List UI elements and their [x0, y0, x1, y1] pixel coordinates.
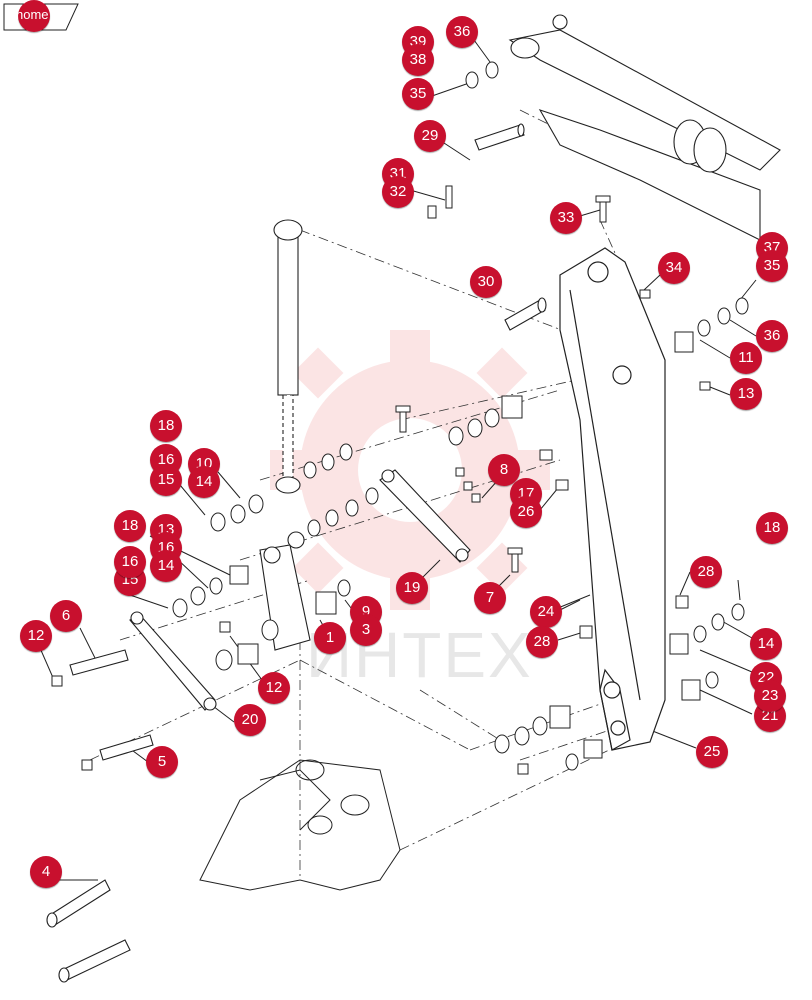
callout-badge[interactable]: 35 [756, 250, 788, 282]
callout-badge[interactable]: 15 [150, 464, 182, 496]
callout-badge[interactable]: 11 [730, 342, 762, 374]
callout-badge[interactable]: 24 [530, 596, 562, 628]
callout-badge[interactable]: 29 [414, 120, 446, 152]
dipper-arm [559, 247, 666, 751]
callout-badge[interactable]: 36 [756, 320, 788, 352]
callout-badge[interactable]: 18 [756, 512, 788, 544]
callout-badge[interactable]: 20 [234, 704, 266, 736]
main-boom [508, 14, 781, 241]
home-badge[interactable] [18, 0, 50, 32]
callout-badge[interactable]: 8 [488, 454, 520, 486]
callout-badge[interactable]: 18 [150, 410, 182, 442]
bucket-cylinder [273, 219, 303, 494]
callout-badge[interactable]: 14 [750, 628, 782, 660]
callout-badge[interactable]: 30 [470, 266, 502, 298]
callout-badge[interactable]: 19 [396, 572, 428, 604]
pins [46, 123, 547, 983]
callout-badge[interactable]: 33 [550, 202, 582, 234]
callout-badge[interactable]: 16 [114, 546, 146, 578]
callout-badge[interactable]: 6 [50, 600, 82, 632]
callout-badge[interactable]: 26 [510, 496, 542, 528]
callout-badge[interactable]: 14 [188, 466, 220, 498]
callout-badge[interactable]: 3 [350, 614, 382, 646]
callout-badge[interactable]: 23 [754, 680, 786, 712]
callout-badge[interactable]: 32 [382, 176, 414, 208]
washers [172, 61, 749, 771]
callout-badge[interactable]: 12 [20, 620, 52, 652]
callout-badge[interactable]: 12 [258, 672, 290, 704]
callout-badge[interactable]: 4 [30, 856, 62, 888]
callout-badge[interactable]: 1 [314, 622, 346, 654]
callout-badge[interactable]: 5 [146, 746, 178, 778]
callout-badge[interactable]: 18 [114, 510, 146, 542]
callout-badge[interactable]: 28 [690, 556, 722, 588]
callout-badge[interactable]: 14 [150, 550, 182, 582]
callout-badge[interactable]: 38 [402, 44, 434, 76]
callout-badge[interactable]: 34 [658, 252, 690, 284]
callout-badge[interactable]: 13 [730, 378, 762, 410]
callout-badge[interactable]: 25 [696, 736, 728, 768]
callout-badge[interactable]: 35 [402, 78, 434, 110]
bucket [199, 759, 401, 891]
callout-badge[interactable]: 36 [446, 16, 478, 48]
link-plates [129, 469, 471, 711]
leader-lines [39, 39, 757, 881]
callout-badge[interactable]: 28 [526, 626, 558, 658]
bolts-and-fittings [51, 185, 711, 775]
home-link[interactable]: home [16, 7, 49, 22]
callout-badge[interactable]: 7 [474, 582, 506, 614]
